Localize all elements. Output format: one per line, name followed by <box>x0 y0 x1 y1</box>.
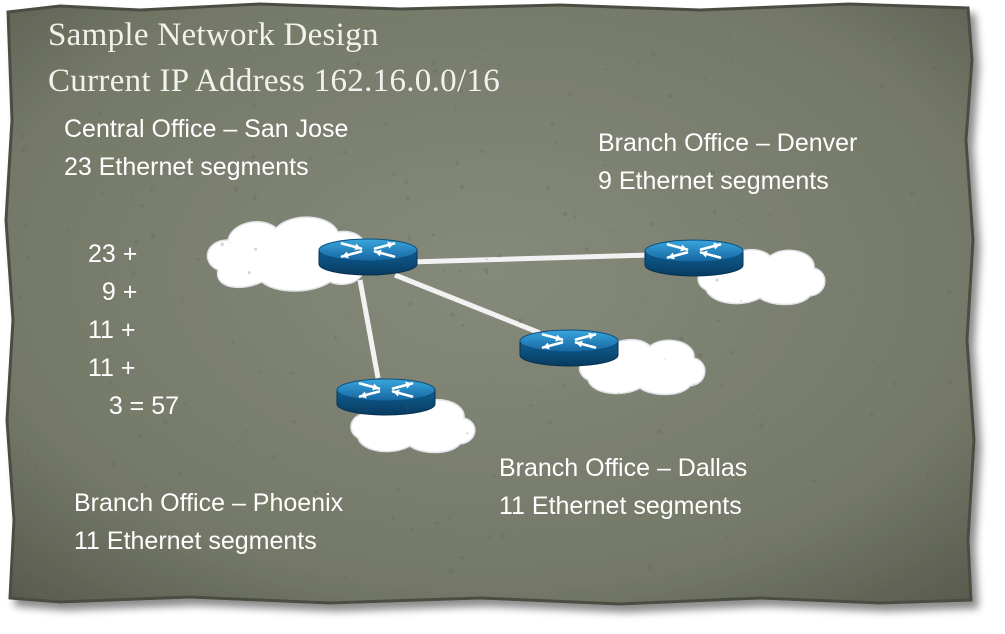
office-name: Branch Office – Phoenix <box>74 489 344 517</box>
sum-line: 11 + <box>88 354 136 382</box>
office-phoenix: Branch Office – Phoenix 11 Ethernet segm… <box>74 484 343 560</box>
sum-line: 3 = 57 <box>88 392 180 420</box>
sum-line: 23 + <box>88 240 138 268</box>
segment-sum: 23 + 9 + 11 + 11 + 3 = 57 <box>88 235 179 425</box>
board-texture <box>18 18 960 586</box>
office-name: Branch Office – Dallas <box>499 454 748 482</box>
office-san-jose: Central Office – San Jose 23 Ethernet se… <box>64 110 348 186</box>
router-icon <box>336 378 436 416</box>
office-name: Central Office – San Jose <box>64 115 349 143</box>
title-line-2: Current IP Address 162.16.0.0/16 <box>48 63 501 99</box>
office-segments: 23 Ethernet segments <box>64 153 309 181</box>
board-background <box>4 2 976 606</box>
sum-line: 11 + <box>88 316 136 344</box>
title-line-1: Sample Network Design <box>48 17 379 53</box>
office-dallas: Branch Office – Dallas 11 Ethernet segme… <box>499 449 747 525</box>
office-segments: 9 Ethernet segments <box>598 167 829 195</box>
link-sanjose-phoenix <box>357 279 381 379</box>
links <box>357 252 651 379</box>
link-sanjose-denver <box>409 252 651 265</box>
office-denver: Branch Office – Denver 9 Ethernet segmen… <box>598 124 857 200</box>
sum-line: 9 + <box>88 278 138 306</box>
router-icon <box>519 329 619 367</box>
office-segments: 11 Ethernet segments <box>499 492 742 520</box>
link-sanjose-dallas <box>394 272 541 336</box>
router-icon <box>318 238 418 276</box>
router-icon <box>644 239 744 277</box>
office-segments: 11 Ethernet segments <box>74 527 317 555</box>
routers <box>318 238 744 416</box>
office-name: Branch Office – Denver <box>598 129 858 157</box>
